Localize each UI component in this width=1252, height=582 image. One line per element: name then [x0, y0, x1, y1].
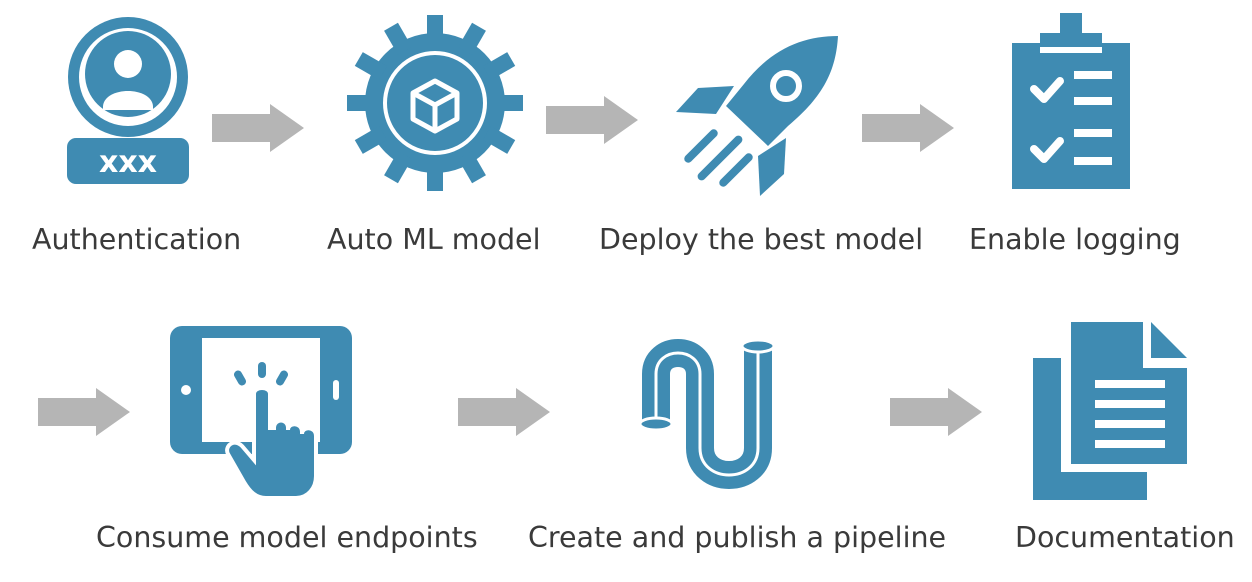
step-label: Enable logging — [969, 223, 1181, 256]
step-auto-ml-model — [347, 15, 523, 191]
step-deploy-best-model — [676, 34, 840, 196]
document-icon — [1033, 322, 1187, 500]
step-label: Create and publish a pipeline — [528, 521, 947, 554]
rocket-icon — [676, 36, 838, 196]
step-documentation — [1033, 322, 1187, 500]
step-consume-model-endpoints — [170, 326, 352, 498]
step-label: Documentation — [1015, 521, 1235, 554]
arrow-right-icon — [862, 104, 954, 152]
step-create-publish-pipeline — [626, 316, 782, 492]
step-authentication: xxx — [65, 14, 191, 186]
step-enable-logging — [1008, 13, 1134, 191]
arrow-right-icon — [458, 388, 550, 436]
pipe-icon — [638, 338, 776, 489]
arrow-right-icon — [890, 388, 982, 436]
arrow-right-icon — [38, 388, 130, 436]
arrow-right-icon — [546, 96, 638, 144]
user-id-icon: xxx — [67, 17, 189, 184]
tablet-touch-icon — [170, 326, 352, 498]
step-label: Authentication — [32, 223, 242, 256]
gear-box-icon — [347, 15, 523, 191]
step-label: Deploy the best model — [599, 223, 924, 256]
clipboard-checklist-icon — [1012, 13, 1130, 189]
svg-text:xxx: xxx — [99, 145, 157, 180]
step-label: Auto ML model — [327, 223, 541, 256]
step-label: Consume model endpoints — [96, 521, 478, 554]
arrow-right-icon — [212, 104, 304, 152]
